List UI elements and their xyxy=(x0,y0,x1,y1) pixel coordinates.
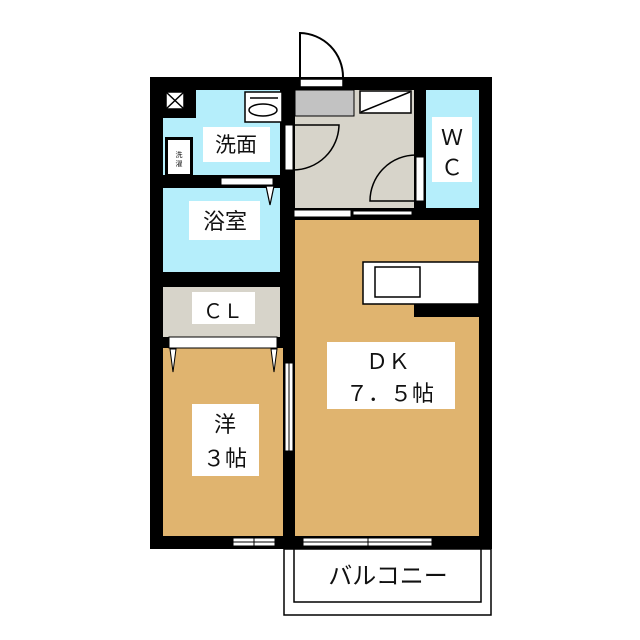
washing-machine-space: 洗 濯 xyxy=(165,137,193,175)
washroom-label: 洗面 xyxy=(215,133,257,157)
dk-size: ７．５帖 xyxy=(346,382,434,407)
western-room-size: ３帖 xyxy=(203,447,247,472)
bath-label: 浴室 xyxy=(203,210,247,235)
washer-label-1: 洗 xyxy=(176,150,183,159)
window-western-room xyxy=(232,537,276,547)
vent-icon xyxy=(165,91,185,110)
entrance-opening xyxy=(299,78,344,88)
entrance-door xyxy=(299,31,344,78)
kitchen-counter xyxy=(362,261,480,317)
vanity-sink-icon xyxy=(244,91,283,123)
storage-box xyxy=(359,90,412,114)
washroom-door xyxy=(284,124,340,171)
balcony-label: バルコニー xyxy=(328,562,448,590)
wc-label-c: Ｃ xyxy=(441,156,463,181)
western-room-label: 洋 xyxy=(214,413,236,438)
dk-label: ＤＫ xyxy=(366,350,410,375)
shoe-cabinet xyxy=(294,89,355,117)
wc-label-w: Ｗ xyxy=(441,126,463,151)
balcony: バルコニー xyxy=(283,548,492,616)
dk-door xyxy=(293,209,352,218)
window-dk xyxy=(302,537,433,547)
closet-label: ＣＬ xyxy=(203,299,243,323)
bath-door xyxy=(220,177,274,186)
wc-door xyxy=(369,154,425,202)
closet-door xyxy=(168,336,278,349)
sliding-door xyxy=(284,362,294,452)
washer-label-2: 濯 xyxy=(176,159,183,168)
